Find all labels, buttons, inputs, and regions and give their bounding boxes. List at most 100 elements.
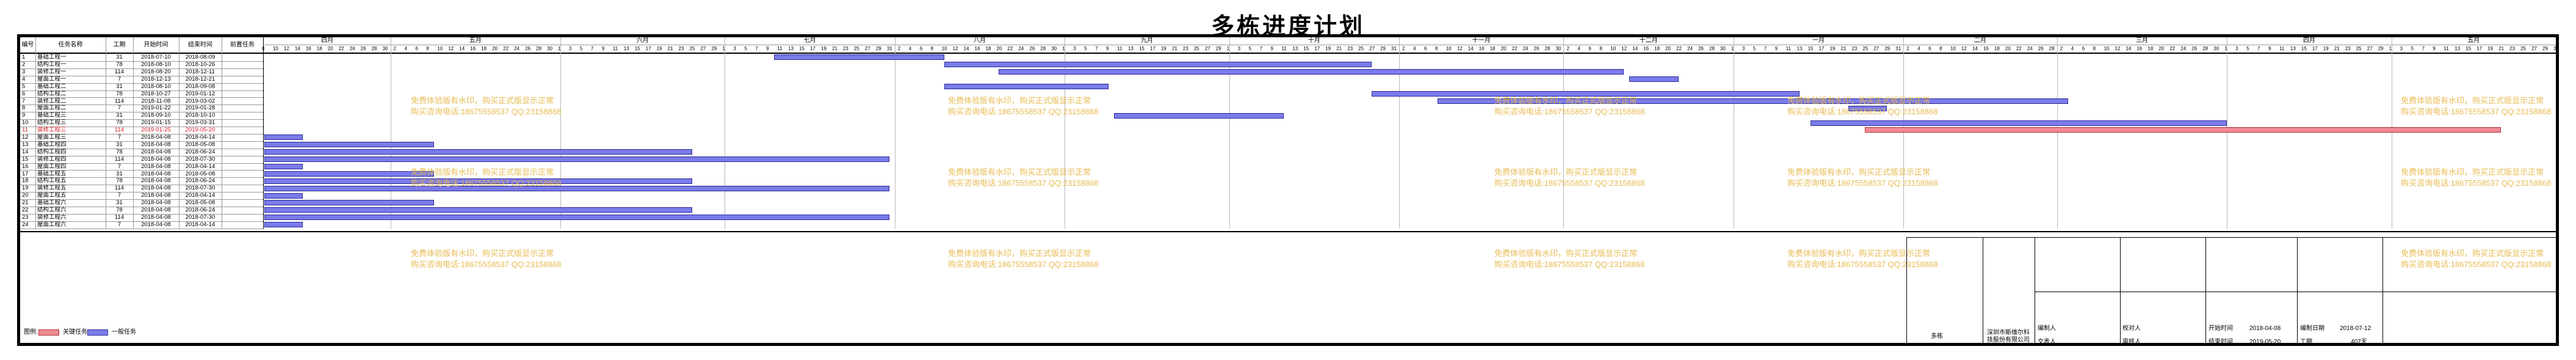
watermark-text: 免费体验版有水印，购买正式版显示正常 购买咨询电话:18675558537 QQ… [948,249,1099,269]
table-row-divider [20,221,264,222]
month-label: 十月 [1308,37,1320,44]
footer-start-value: 2018-04-08 [2249,325,2281,332]
day-tick-label: 17 [1314,46,1320,51]
table-cell: 屋面工程五 [37,192,67,199]
day-tick-label: 7 [1095,46,1098,51]
table-cell: 2018-07-30 [185,155,215,163]
day-tick-label: 2 [2060,46,2063,51]
table-row-divider [20,177,264,178]
day-tick-label: 9 [1775,46,1778,51]
table-cell: 基础工程六 [37,199,67,207]
day-tick-label: 7 [590,46,594,51]
table-cell: 2018-04-08 [141,213,171,221]
day-tick-label: 18 [1994,46,2000,51]
table-cell: 2018-11-08 [141,97,171,105]
table-cell: 9 [22,112,26,119]
table-cell: 78 [116,148,123,155]
header-start: 开始时间 [143,41,168,48]
header-end: 结束时间 [188,41,212,48]
day-tick-label: 12 [952,46,958,51]
day-tick-label: 13 [788,46,794,51]
day-tick-label: 6 [1424,46,1427,51]
day-tick-label: 24 [514,46,520,51]
day-tick-label: 29 [2378,46,2384,51]
day-tick-label: 24 [1018,46,1024,51]
gantt-bar [944,62,1372,68]
table-cell: 2018-04-14 [185,163,215,170]
day-tick-label: 28 [2202,46,2209,51]
table-cell [222,61,263,68]
day-tick-label: 15 [1807,46,1814,51]
day-tick-label: 8 [262,46,265,51]
table-cell [222,68,263,76]
table-cell [222,90,263,98]
gantt-bar [1114,112,1284,119]
gantt-bar-critical [1865,127,2502,133]
day-tick-label: 12 [283,46,289,51]
month-label: 九月 [1140,37,1153,44]
month-label: 六月 [636,37,649,44]
day-tick-label: 1 [2389,46,2392,51]
day-tick-label: 5 [2411,46,2414,51]
legend-label: 图例: [24,329,38,336]
footer-start-label: 开始时间 [2209,325,2233,332]
table-cell: 31 [116,54,123,61]
table-cell: 114 [114,185,125,192]
month-label: 一月 [1812,37,1825,44]
gantt-bar [264,156,889,163]
table-cell: 结构工程一 [37,61,67,68]
day-tick-label: 21 [667,46,673,51]
table-cell: 2018-09-10 [141,112,171,119]
table-cell [222,97,263,105]
month-label: 八月 [974,37,986,44]
table-cell: 7 [117,105,121,112]
table-cell: 2018-07-30 [185,213,215,221]
watermark-text: 免费体验版有水印，购买正式版显示正常 购买咨询电话:18675558537 QQ… [2401,167,2552,188]
day-tick-label: 27 [700,46,706,51]
gantt-bar [264,149,692,155]
table-cell: 屋面工程三 [37,134,67,141]
day-tick-label: 30 [382,46,388,51]
footer-company: 深圳市斯维尔科技股份有限公司 [1987,329,2030,343]
table-row-divider [20,83,264,84]
table-cell: 24 [22,221,29,228]
gantt-bar [264,207,692,213]
day-tick-label: 17 [2477,46,2483,51]
table-cell: 结构工程五 [37,177,67,185]
footer-col-divider [1906,237,1907,346]
day-tick-label: 8 [930,46,934,51]
table-cell: 2018-08-20 [141,68,171,75]
day-tick-label: 22 [1511,46,1518,51]
table-cell: 2018-04-08 [141,207,171,214]
table-cell: 屋面工程四 [37,163,67,170]
day-tick-label: 31 [886,46,892,51]
day-tick-label: 10 [437,46,443,51]
table-cell: 2018-04-14 [185,134,215,141]
day-tick-label: 15 [634,46,640,51]
day-tick-label: 4 [1917,46,1920,51]
table-cell: 2018-04-14 [185,221,215,228]
table-cell: 2018-06-24 [185,148,215,155]
table-cell: 2018-08-10 [141,61,171,68]
day-tick-label: 20 [2158,46,2165,51]
table-cell: 78 [116,119,123,127]
day-tick-label: 28 [2049,46,2055,51]
footer-plan-date-value: 2018-07-12 [2340,325,2372,332]
day-tick-label: 5 [579,46,583,51]
day-tick-label: 14 [963,46,969,51]
table-cell: 2018-10-10 [185,112,215,119]
day-tick-label: 25 [1358,46,1364,51]
day-tick-label: 16 [2136,46,2143,51]
day-tick-label: 4 [1413,46,1416,51]
day-tick-label: 31 [1391,46,1397,51]
day-tick-label: 1 [1226,46,1230,51]
gantt-bar [774,54,944,61]
day-tick-label: 10 [941,46,947,51]
table-cell: 23 [22,213,29,221]
day-tick-label: 13 [1796,46,1803,51]
table-row-divider [20,213,264,215]
header-divider [20,53,2556,54]
table-cell: 114 [114,97,125,105]
day-tick-label: 19 [656,46,662,51]
table-cell: 基础工程二 [37,83,67,90]
